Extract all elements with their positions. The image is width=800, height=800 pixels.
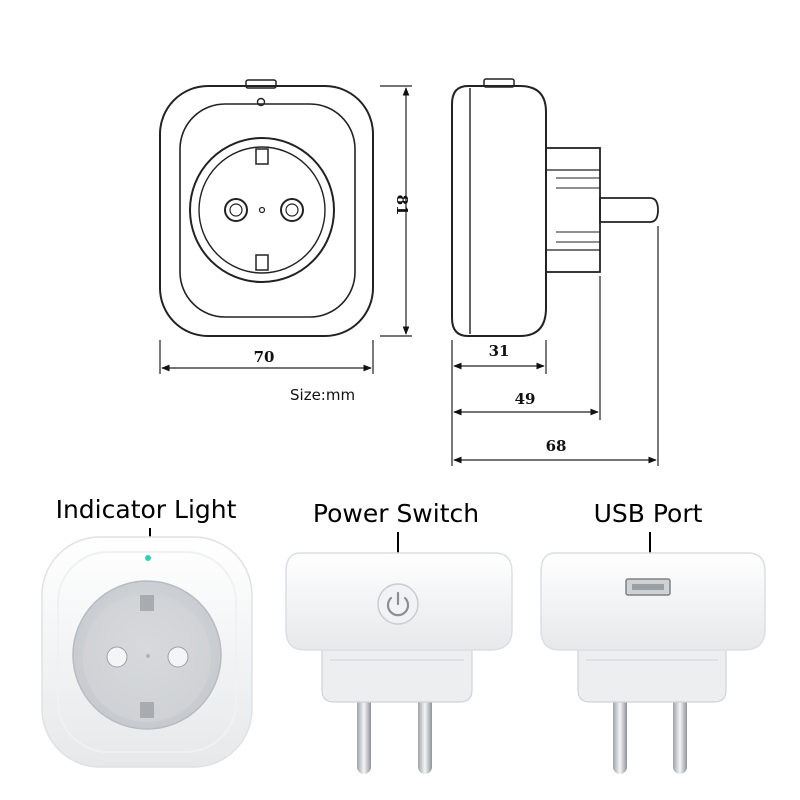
height-value: 81 [393, 195, 411, 216]
width-dimension [159, 340, 374, 374]
front-outer-outline [159, 85, 374, 337]
front-photo [41, 536, 253, 768]
power-switch-label: Power Switch [313, 499, 479, 528]
side-plug-base [545, 147, 601, 273]
side-body-outline [451, 85, 547, 337]
power-icon [386, 591, 410, 617]
socket-inner-outline [198, 146, 326, 274]
depth-dimensions [451, 226, 659, 466]
size-unit-note: Size:mm [290, 386, 355, 404]
indicator-hole-outline [256, 97, 266, 107]
left-pin-hole-inner [229, 203, 243, 217]
top-ground-clip [255, 148, 269, 165]
indicator-led [145, 555, 151, 561]
bottom-ground-clip [255, 254, 269, 271]
power-photo-plug-base [321, 635, 473, 703]
depth-plug-value: 49 [515, 390, 536, 408]
height-dimension [380, 85, 412, 337]
right-pin-hole-inner [285, 203, 299, 217]
front-inner-outline [179, 103, 356, 318]
side-view-drawing [451, 78, 659, 337]
usb-photo-plug-base [577, 635, 727, 703]
depth-body-value: 31 [489, 342, 510, 360]
usb-photo-body [540, 552, 766, 651]
socket-outline [189, 137, 335, 283]
center-mark [258, 206, 266, 214]
top-button-outline [245, 79, 277, 89]
side-top-button [483, 78, 515, 88]
right-pin-hole [280, 198, 304, 222]
usb-port-label: USB Port [594, 499, 703, 528]
photo-right-pin-hole [167, 646, 189, 668]
power-photo [285, 552, 513, 774]
usb-photo [540, 552, 766, 774]
front-view-drawing [159, 79, 374, 337]
indicator-light-label: Indicator Light [56, 495, 237, 524]
photo-bottom-clip [140, 702, 154, 718]
photo-left-pin-hole [106, 646, 128, 668]
left-pin-hole [224, 198, 248, 222]
width-value: 70 [254, 348, 275, 366]
photo-top-clip [140, 595, 154, 611]
side-pin-outline [599, 197, 659, 223]
depth-total-value: 68 [546, 437, 567, 455]
